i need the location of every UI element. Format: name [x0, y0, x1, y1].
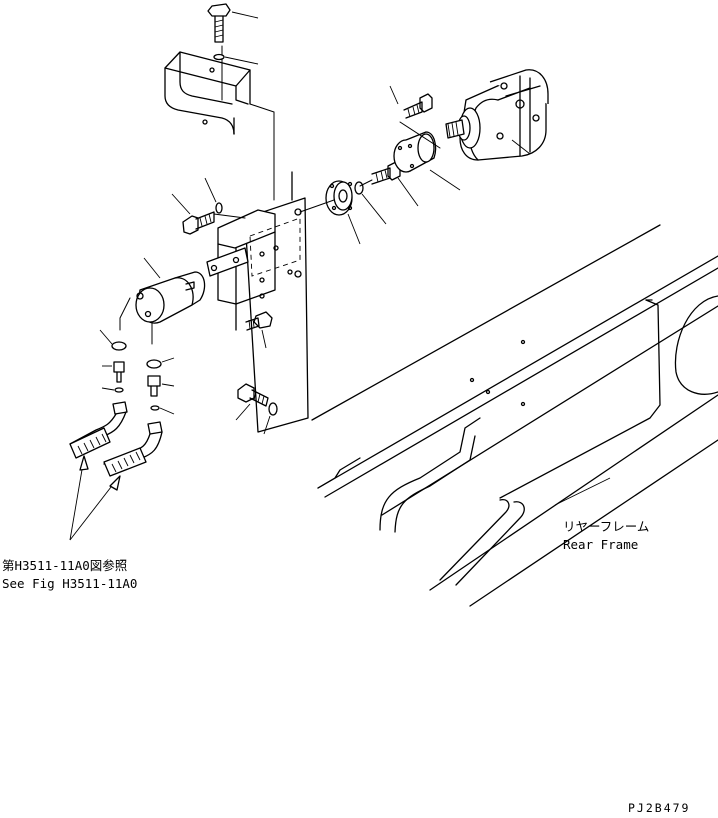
pump-bolt [389, 85, 441, 149]
hydraulic-pump [445, 69, 549, 161]
see-fig-label-jp: 第H3511-11A0図参照 [2, 558, 127, 573]
flange-disc [299, 180, 361, 245]
pump-adapter [393, 131, 461, 191]
rear-frame-label-en: Rear Frame [563, 537, 638, 552]
mounting-plate [206, 171, 309, 433]
plate-bolt-bottom [235, 383, 278, 435]
hose-left [69, 411, 127, 459]
rear-frame-label-jp: リヤーフレーム [563, 519, 649, 534]
top-bracket [164, 45, 275, 201]
fittings-right [146, 357, 175, 435]
coupling-bolt [359, 161, 419, 207]
hose-right [103, 431, 163, 477]
fittings-left [99, 329, 128, 415]
top-bolt [207, 3, 259, 65]
rear-frame [311, 224, 718, 607]
rear-frame-label: リヤーフレーム Rear Frame [563, 519, 649, 552]
see-fig-label-en: See Fig H3511-11A0 [2, 576, 137, 591]
plate-bolt-lower [245, 311, 273, 349]
side-bolt [171, 177, 246, 235]
see-fig-reference: 第H3511-11A0図参照 See Fig H3511-11A0 [2, 558, 137, 591]
drawing-code: PJ2B479 [628, 801, 690, 815]
reference-arrows [69, 455, 121, 541]
solenoid-valve [119, 257, 206, 345]
washer-mid [354, 181, 387, 225]
